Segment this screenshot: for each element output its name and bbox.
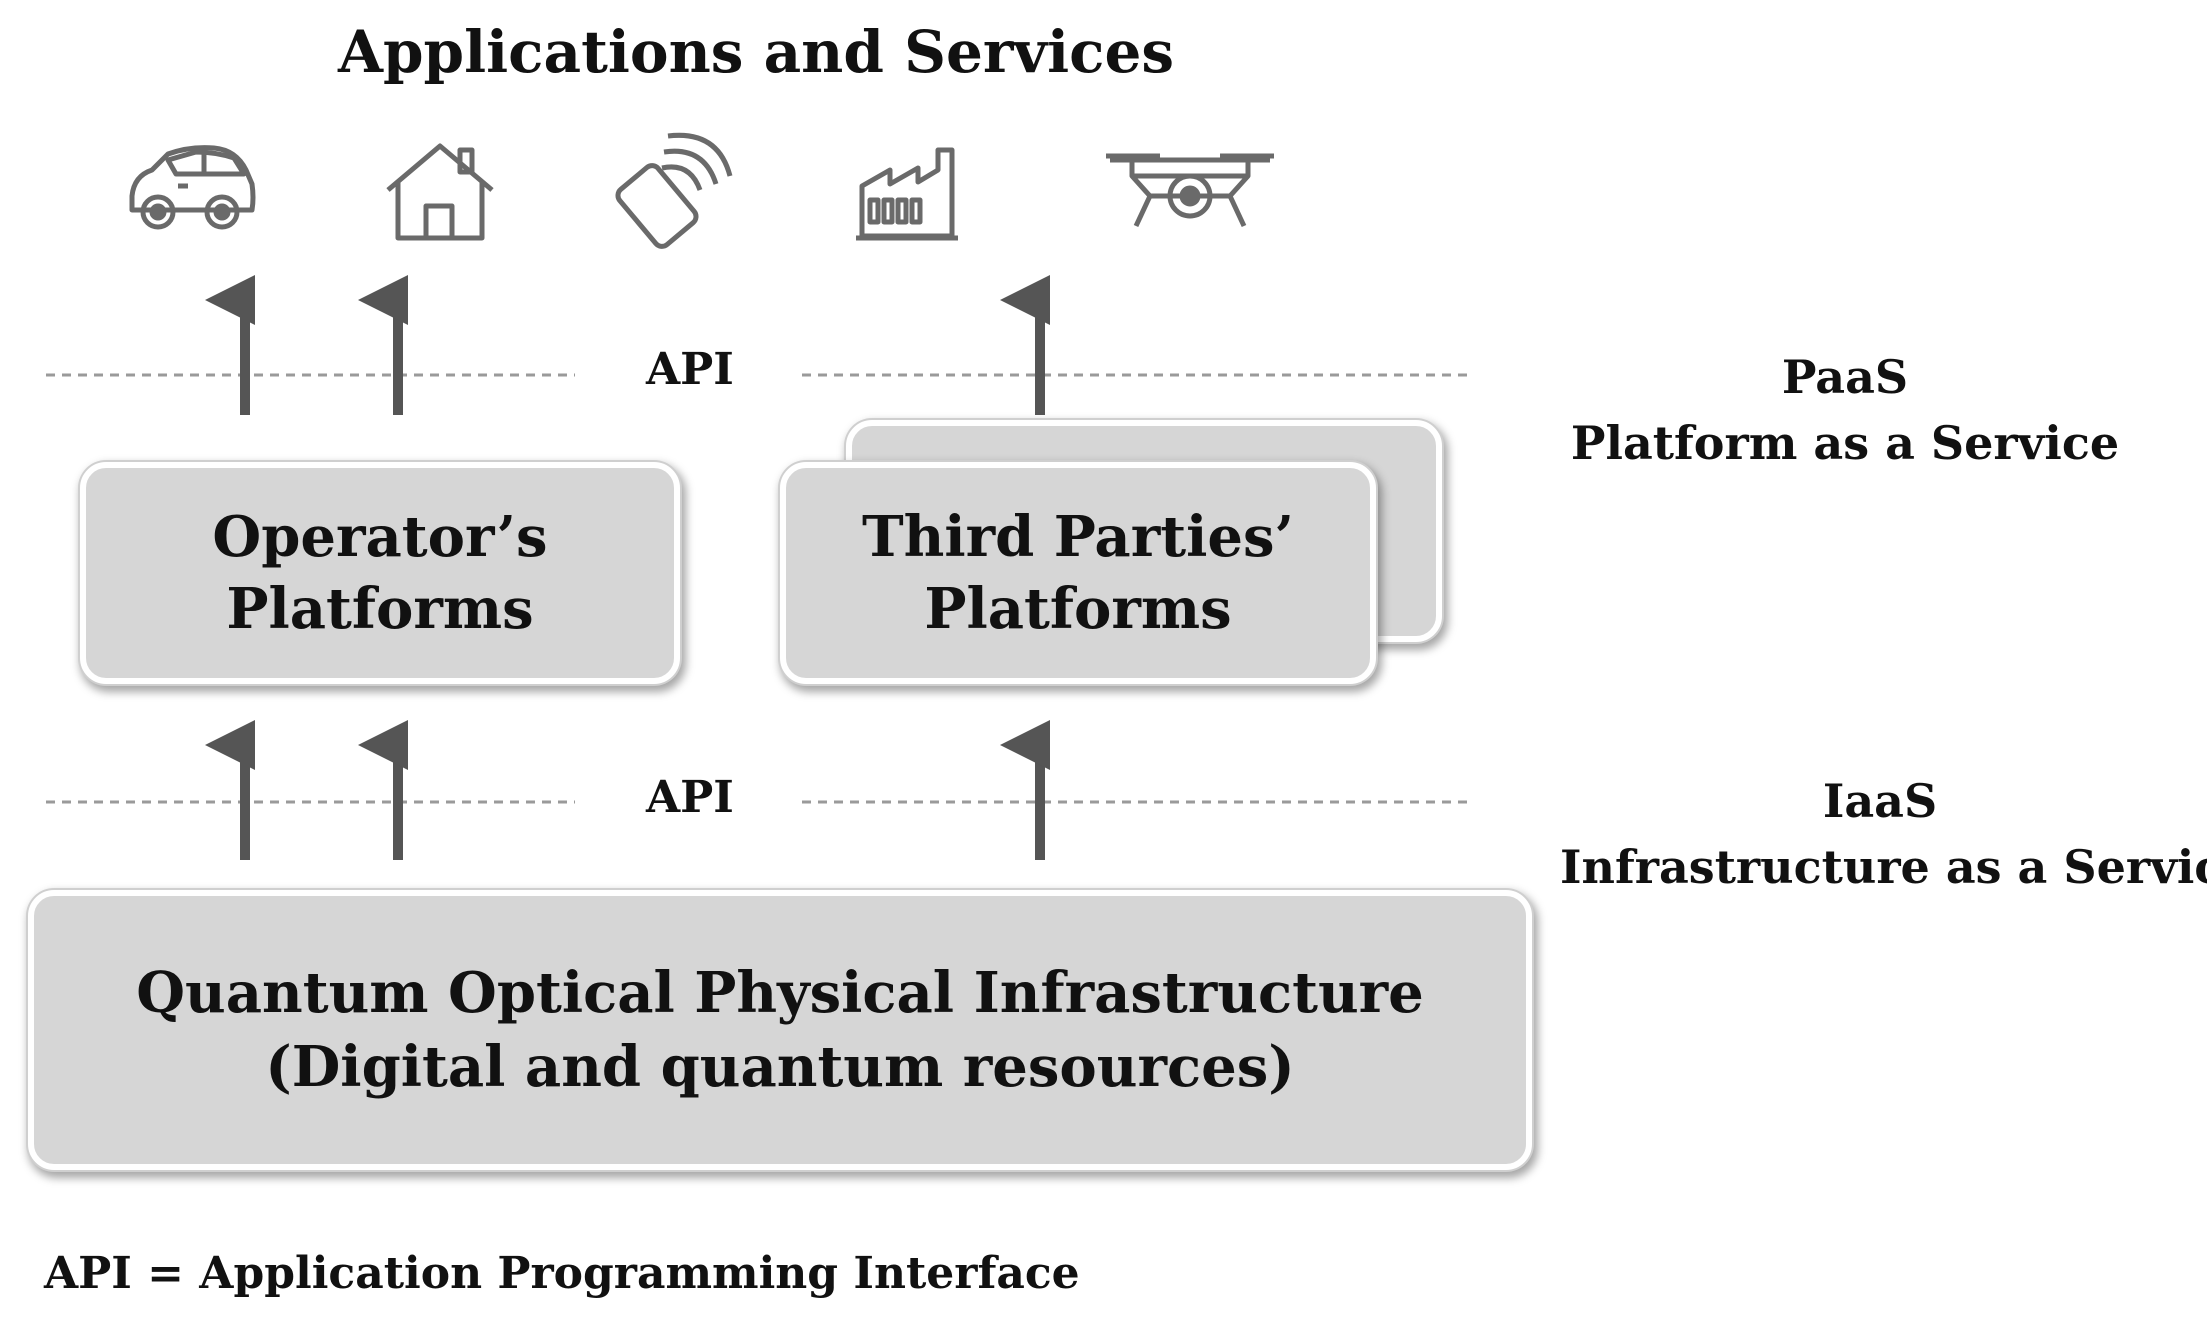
car-icon: [129, 145, 256, 230]
iaas-full: Infrastructure as a Service: [1560, 840, 2207, 894]
third-party-box-line1: Third Parties’: [861, 504, 1294, 570]
api-label-upper: API: [646, 344, 734, 395]
infrastructure-box-line1: Quantum Optical Physical Infrastructure: [136, 960, 1424, 1026]
arrows-upper: [205, 275, 1050, 415]
infrastructure-box: Quantum Optical Physical Infrastructure …: [28, 890, 1532, 1170]
paas-full: Platform as a Service: [1570, 416, 2120, 470]
operator-box-line2: Platforms: [226, 576, 534, 642]
factory-icon: [856, 147, 958, 241]
api-label-lower: API: [646, 772, 734, 823]
nfc-card-icon: [615, 132, 733, 249]
arrows-lower: [205, 720, 1050, 860]
iaas-abbr: IaaS: [1822, 774, 1938, 828]
operator-box-line1: Operator’s: [212, 504, 548, 570]
iaas-label: IaaS Infrastructure as a Service: [1560, 768, 2207, 900]
api-definition-footnote: API = Application Programming Interface: [44, 1248, 1080, 1299]
house-icon: [386, 143, 494, 241]
third-party-platforms-box: Third Parties’ Platforms: [780, 462, 1376, 684]
paas-abbr: PaaS: [1781, 350, 1909, 404]
paas-label: PaaS Platform as a Service: [1560, 344, 2130, 476]
infrastructure-box-line2: (Digital and quantum resources): [265, 1034, 1295, 1100]
drone-icon: [1106, 153, 1274, 228]
diagram-title: Applications and Services: [338, 18, 1175, 86]
operator-platforms-box: Operator’s Platforms: [80, 462, 680, 684]
third-party-box-line2: Platforms: [924, 576, 1232, 642]
